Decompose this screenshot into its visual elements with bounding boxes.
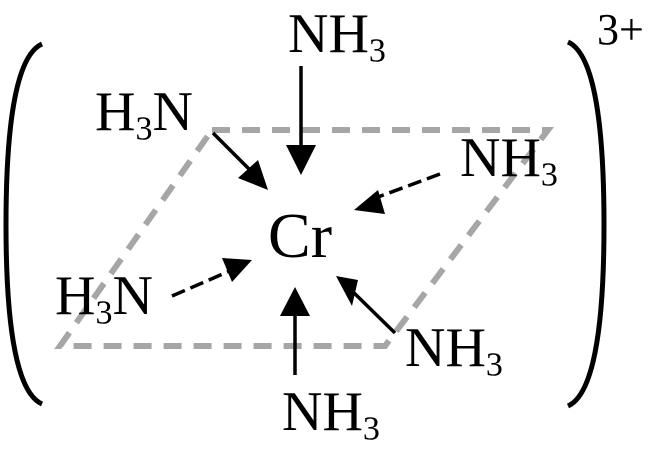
- ligand-lower-left: H3N: [55, 265, 153, 330]
- arrowhead-upper-left: [238, 160, 268, 190]
- ligand-bottom-text: NH: [282, 381, 363, 443]
- ligand-bottom-sub: 3: [362, 410, 380, 448]
- arrowhead-top: [286, 145, 316, 175]
- ligand-lower-right: NH3: [405, 317, 503, 382]
- bond-lower-right: [346, 285, 397, 335]
- ligand-upper-left-prefix: H: [95, 81, 136, 143]
- ligand-top-sub: 3: [368, 32, 386, 70]
- arrowhead-bottom: [280, 287, 310, 316]
- ligand-top: NH3: [288, 3, 386, 68]
- ligand-lower-right-sub: 3: [485, 346, 503, 384]
- ligand-upper-left-sub: 3: [135, 110, 153, 148]
- coordinate-bonds: [171, 66, 441, 375]
- charge-label: 3+: [597, 5, 644, 54]
- ligand-lower-left-sub: 3: [95, 294, 113, 332]
- ligand-upper-right-sub: 3: [540, 156, 558, 194]
- ligand-upper-left-text: N: [152, 81, 193, 143]
- center-atom-label: Cr: [268, 200, 332, 271]
- ligand-bottom: NH3: [282, 381, 380, 446]
- arrowhead-lower-left: [222, 258, 252, 282]
- ligand-upper-right-text: NH: [460, 127, 541, 189]
- bond-lower-left: [171, 268, 233, 298]
- ligand-top-text: NH: [288, 3, 369, 65]
- arrowhead-lower-right: [336, 276, 358, 306]
- ligand-lower-left-text: N: [112, 265, 153, 327]
- right-bracket: [566, 39, 607, 409]
- arrowhead-upper-right: [354, 190, 385, 214]
- ligand-upper-left: H3N: [95, 81, 193, 146]
- left-bracket: [3, 41, 44, 407]
- equatorial-plane: [54, 127, 555, 349]
- ligand-lower-right-text: NH: [405, 317, 486, 379]
- ligand-lower-left-prefix: H: [55, 265, 96, 327]
- ligand-upper-right: NH3: [460, 127, 558, 192]
- bond-upper-left: [211, 131, 252, 172]
- bond-upper-right: [369, 172, 441, 202]
